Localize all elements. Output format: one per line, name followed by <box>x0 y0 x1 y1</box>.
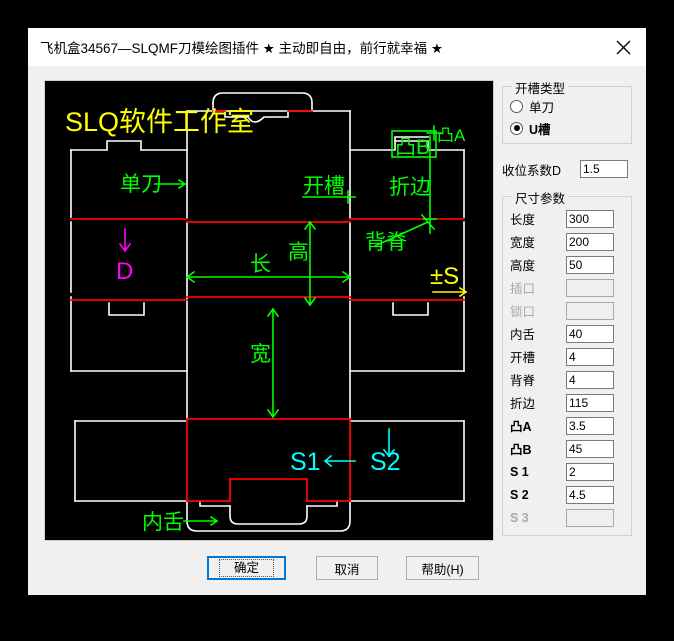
parameter-panel: 开槽类型 单刀 U槽 收位系数D 尺寸参数 长度 <box>502 78 632 536</box>
param-input-s3 <box>566 508 614 527</box>
param-label-length: 长度 <box>510 213 536 227</box>
annotation-zhebian: 折边 <box>389 176 431 199</box>
param-label-height: 高度 <box>510 259 536 273</box>
dieline-preview-canvas[interactable]: SLQ软件工作室 <box>44 80 494 541</box>
annotation-s2: S2 <box>370 448 401 476</box>
annotation-gao: 高 <box>288 241 309 264</box>
param-label-s1: S 1 <box>510 464 529 479</box>
annotation-dandao: 单刀 <box>120 173 162 196</box>
param-input-inner-tongue[interactable] <box>566 324 614 343</box>
param-input-s1[interactable] <box>566 462 614 481</box>
client-area: SLQ软件工作室 <box>28 66 646 595</box>
slot-type-title: 开槽类型 <box>512 78 569 97</box>
dieline-drawing: SLQ软件工作室 <box>65 92 468 534</box>
param-row-s2: S 2 <box>503 483 631 506</box>
param-input-fold[interactable] <box>566 393 614 412</box>
radio-single-blade-mark[interactable] <box>510 99 523 113</box>
param-label-tab-a: 凸A <box>510 420 532 434</box>
param-input-lock <box>566 301 614 320</box>
param-label-spine: 背脊 <box>510 374 536 388</box>
close-button[interactable] <box>600 28 646 66</box>
param-label-s2: S 2 <box>510 487 529 502</box>
help-button-label: 帮助(H) <box>421 562 464 577</box>
cancel-button-label: 取消 <box>334 562 360 577</box>
param-label-lock: 锁口 <box>510 305 536 319</box>
param-row-spine: 背脊 <box>503 368 631 391</box>
button-bar: 确定 取消 帮助(H) <box>28 548 646 592</box>
annotation-neishe: 内舌 <box>142 511 184 534</box>
radio-u-slot[interactable]: U槽 <box>503 117 631 139</box>
radio-single-blade[interactable]: 单刀 <box>503 95 631 117</box>
annotation-beiji: 背脊 <box>365 231 407 254</box>
annotation-kuan: 宽 <box>250 343 271 366</box>
param-label-width: 宽度 <box>510 236 536 250</box>
radio-u-slot-mark[interactable] <box>510 121 523 135</box>
radio-u-slot-label: U槽 <box>529 122 551 137</box>
param-row-fold: 折边 <box>503 391 631 414</box>
param-label-tab-b: 凸B <box>510 443 532 457</box>
param-row-s1: S 1 <box>503 460 631 483</box>
dimension-params-title: 尺寸参数 <box>512 188 569 207</box>
param-row-s3: S 3 <box>503 506 631 529</box>
shrink-factor-input[interactable] <box>580 160 628 178</box>
dialog-window: 飞机盒34567—SLQMF刀模绘图插件 ★ 主动即自由，前行就幸福 ★ <box>28 28 646 595</box>
param-row-width: 宽度 <box>503 230 631 253</box>
window-title: 飞机盒34567—SLQMF刀模绘图插件 ★ 主动即自由，前行就幸福 ★ <box>40 41 444 56</box>
param-input-tab-b[interactable] <box>566 439 614 458</box>
param-row-lock: 锁口 <box>503 299 631 322</box>
param-row-tab-a: 凸A <box>503 414 631 437</box>
dimension-params-groupbox: 尺寸参数 长度 宽度 高度 插口 锁口 <box>502 188 632 536</box>
radio-single-blade-label: 单刀 <box>529 100 555 115</box>
annotation-tub: 凸B <box>395 136 430 159</box>
param-row-tab-b: 凸B <box>503 437 631 460</box>
param-input-width[interactable] <box>566 232 614 251</box>
param-row-height: 高度 <box>503 253 631 276</box>
param-input-spine[interactable] <box>566 370 614 389</box>
shrink-factor-label: 收位系数D <box>502 163 562 178</box>
canvas-watermark: SLQ软件工作室 <box>65 107 254 137</box>
shrink-factor-row: 收位系数D <box>502 158 632 180</box>
param-label-socket: 插口 <box>510 282 536 296</box>
annotation-kaicao: 开槽 <box>303 175 345 198</box>
close-icon <box>616 40 630 54</box>
help-button[interactable]: 帮助(H) <box>406 556 479 580</box>
param-label-fold: 折边 <box>510 397 536 411</box>
annotation-chang: 长 <box>250 253 271 276</box>
cancel-button[interactable]: 取消 <box>316 556 378 580</box>
param-input-socket <box>566 278 614 297</box>
annotation-tua: 凸A <box>437 126 466 145</box>
annotation-s1: S1 <box>290 448 321 476</box>
param-input-height[interactable] <box>566 255 614 274</box>
annotation-plusminus-s: ±S <box>430 263 459 290</box>
title-bar[interactable]: 飞机盒34567—SLQMF刀模绘图插件 ★ 主动即自由，前行就幸福 ★ <box>28 28 646 66</box>
param-row-length: 长度 <box>503 207 631 230</box>
ok-button-label: 确定 <box>218 559 274 577</box>
annotation-d: D <box>116 258 133 285</box>
param-label-slot: 开槽 <box>510 351 536 365</box>
param-input-length[interactable] <box>566 209 614 228</box>
ok-button[interactable]: 确定 <box>207 556 286 580</box>
param-row-slot: 开槽 <box>503 345 631 368</box>
param-input-slot[interactable] <box>566 347 614 366</box>
param-input-s2[interactable] <box>566 485 614 504</box>
param-row-socket: 插口 <box>503 276 631 299</box>
slot-type-groupbox: 开槽类型 单刀 U槽 <box>502 78 632 144</box>
param-label-s3: S 3 <box>510 510 529 525</box>
param-input-tab-a[interactable] <box>566 416 614 435</box>
param-label-inner-tongue: 内舌 <box>510 328 536 342</box>
param-row-inner-tongue: 内舌 <box>503 322 631 345</box>
